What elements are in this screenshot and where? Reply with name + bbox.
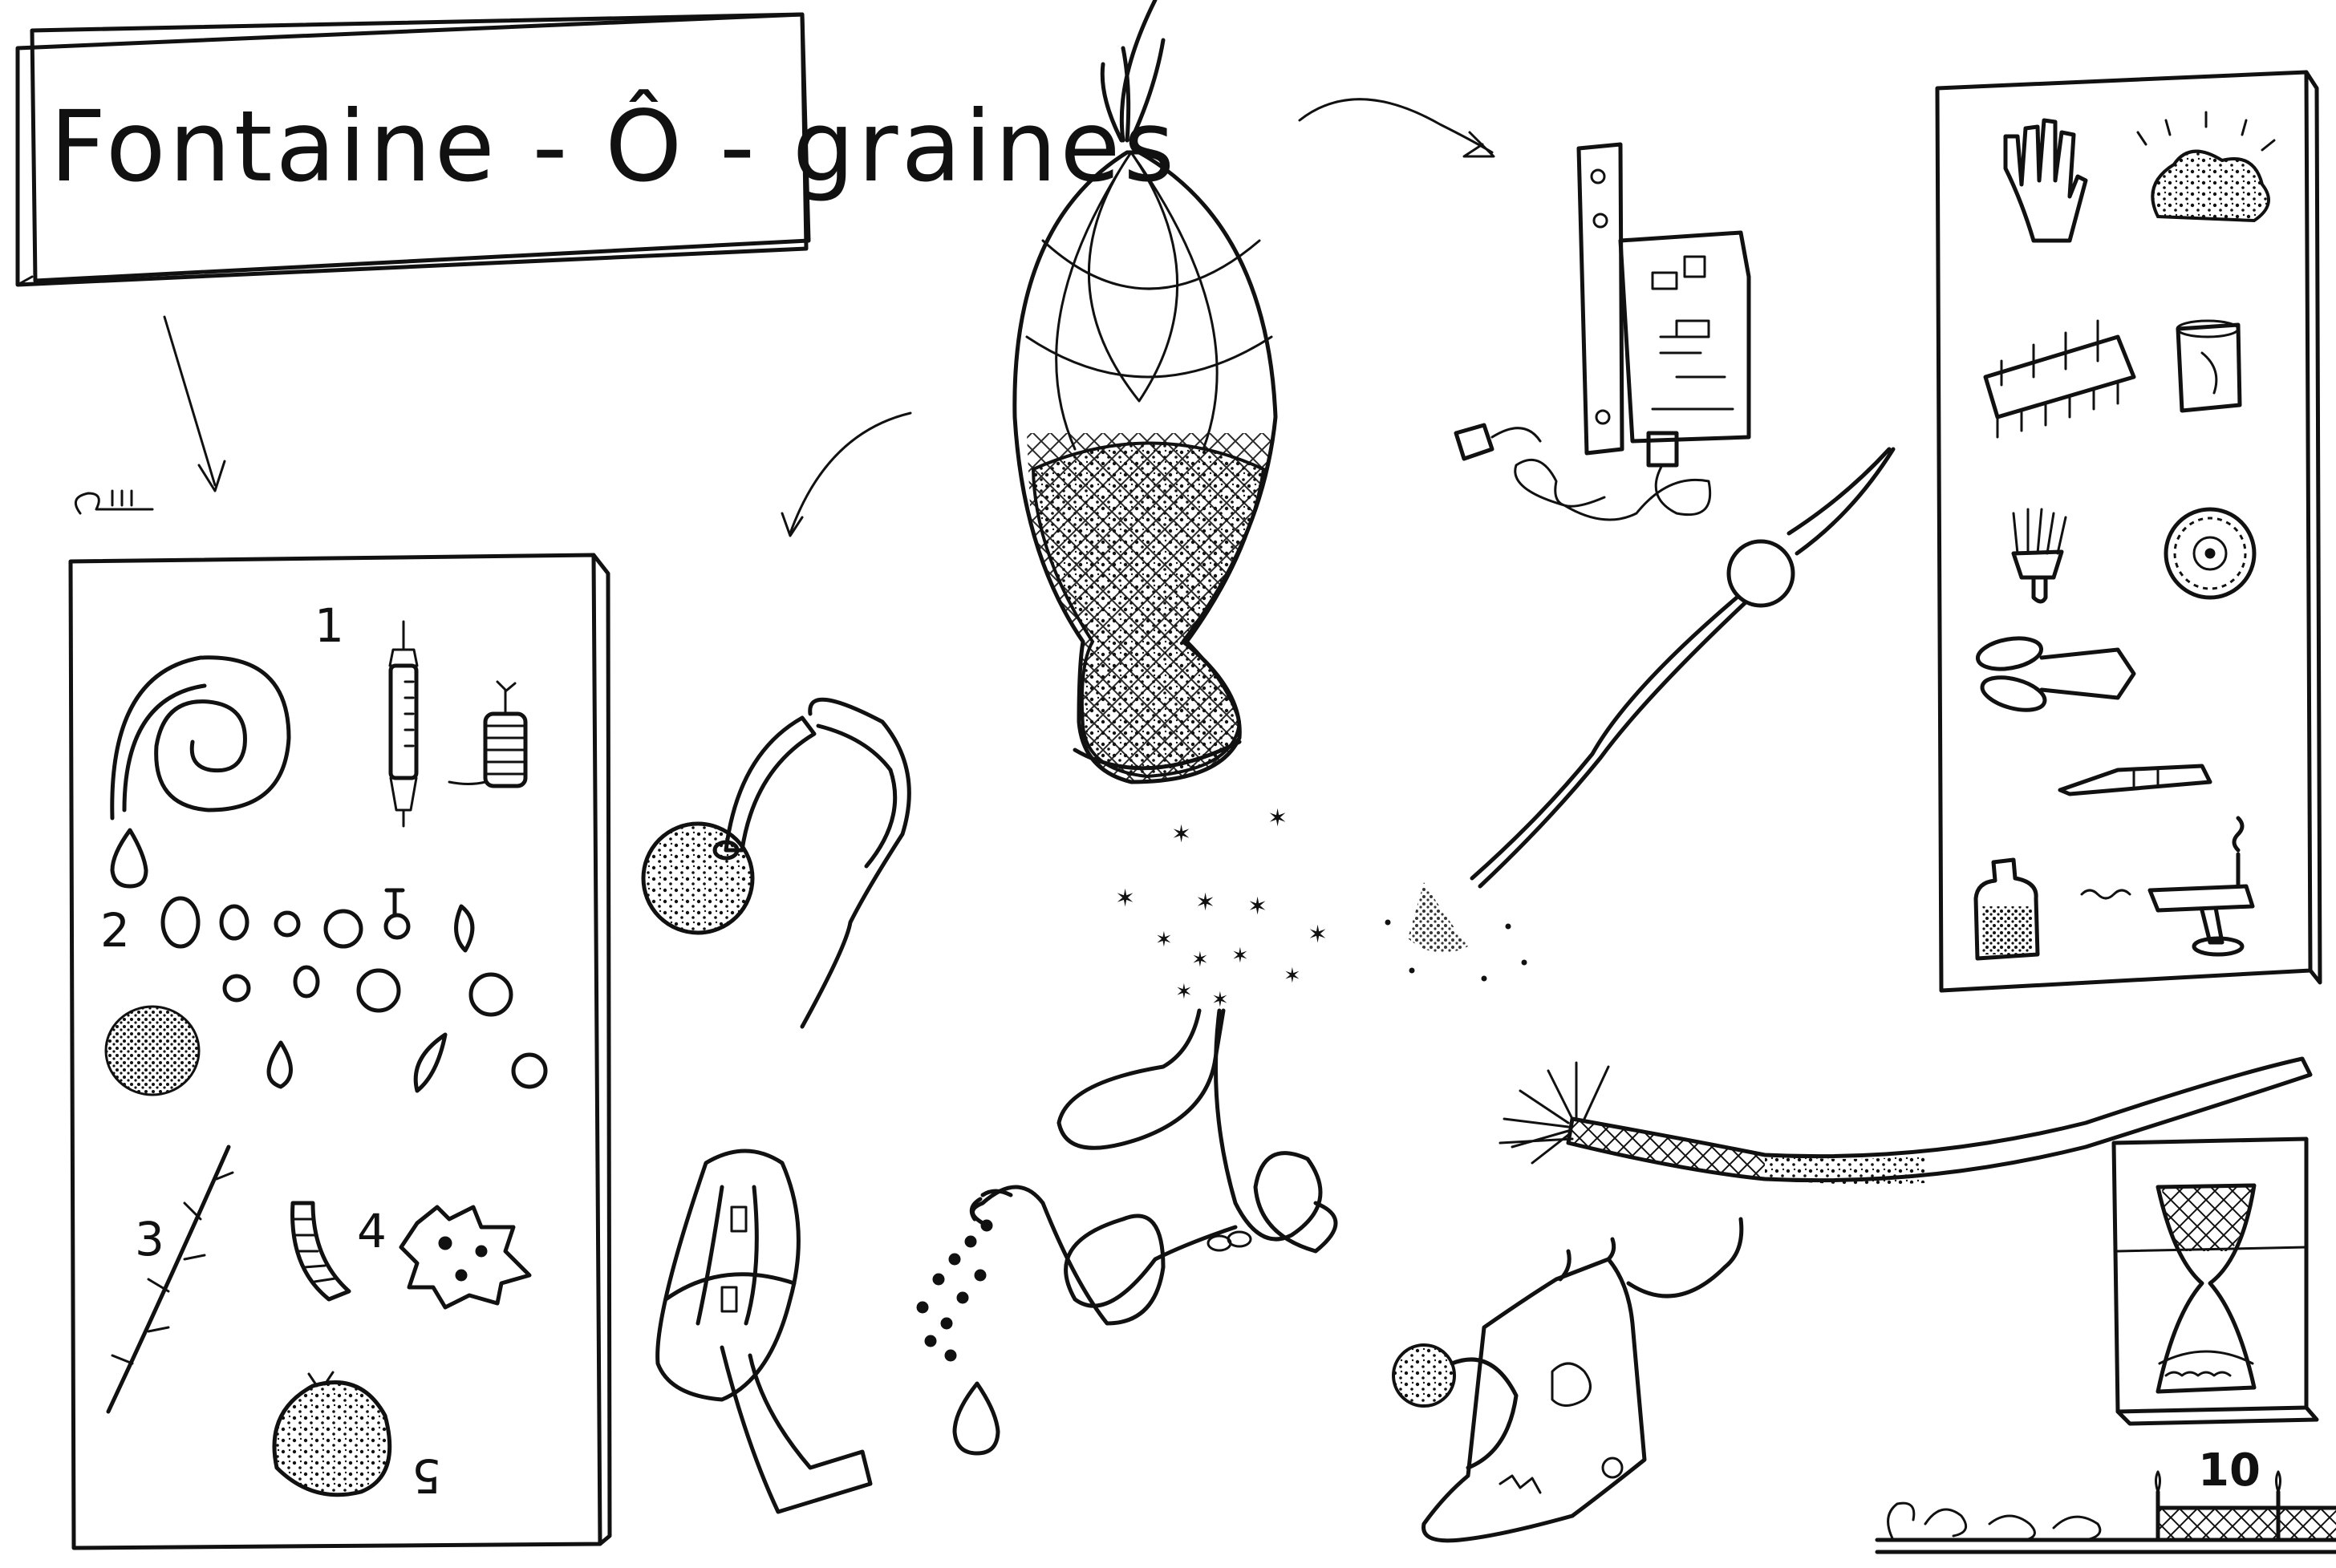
step-label-1: 1 (314, 598, 344, 653)
step-label-4: 4 (357, 1204, 387, 1258)
svg-text:✶: ✶ (1115, 885, 1135, 913)
arrow-icon (782, 413, 910, 536)
title-banner: Fontaine - Ô - graines (18, 14, 1178, 285)
decorated-fence: 10 (1877, 1444, 2336, 1552)
tree-trunk-pot (1393, 1219, 1742, 1541)
brush-icon (2014, 509, 2066, 602)
svg-text:✶: ✶ (1155, 928, 1173, 952)
comb-icon (1985, 321, 2134, 437)
dropper-tube (658, 1151, 870, 1512)
soil-pile-icon (2138, 112, 2274, 221)
knotted-tube-sprayer (918, 1011, 1336, 1360)
falling-seeds: ✶ ✶ ✶ ✶ ✶ ✶ ✶ ✶ ✶ ✶ ✶ ✶ (1115, 804, 1328, 1012)
cattail-stick (1500, 1059, 2310, 1185)
seed-ball-with-tube (643, 699, 909, 1027)
water-drop-icon (955, 1384, 998, 1453)
svg-text:✶: ✶ (1175, 980, 1193, 1004)
glue-gun-icon (2082, 818, 2253, 954)
svg-text:✶: ✶ (1195, 889, 1215, 917)
svg-text:✶: ✶ (1247, 893, 1267, 921)
coiled-wire-icon (112, 658, 289, 818)
cutter-knife-icon (2060, 766, 2210, 794)
arrow-icon (1300, 99, 1494, 156)
pliers-icon (1975, 634, 2134, 715)
tools-panel (1937, 72, 2320, 991)
water-drop-icon (112, 830, 146, 886)
circuit-board (1456, 144, 1749, 520)
svg-text:✶: ✶ (1308, 921, 1328, 949)
dotted-pod-icon (274, 1372, 390, 1495)
svg-text:✶: ✶ (1267, 804, 1288, 833)
hourglass-frame (2114, 1139, 2317, 1424)
svg-text:✶: ✶ (1284, 964, 1301, 988)
step-label-5: 5 (412, 1448, 441, 1503)
seed-ball-on-string (1386, 449, 1893, 980)
seed-bottle-icon (1976, 860, 2038, 958)
burr-seed-icon (106, 1007, 199, 1095)
page-number: 10 (2198, 1444, 2261, 1497)
wound-spool-icon (449, 682, 525, 786)
svg-text:✶: ✶ (1171, 820, 1191, 849)
disc-icon (2166, 509, 2254, 598)
syringe-icon (390, 622, 417, 826)
step-label-2: 2 (100, 903, 130, 958)
hand-icon (2005, 120, 2086, 241)
signature-mark (75, 491, 152, 513)
seed-assortment (106, 890, 545, 1095)
svg-text:✶: ✶ (1231, 944, 1249, 968)
step-label-3: 3 (135, 1212, 164, 1266)
jar-icon (2177, 321, 2240, 411)
seed-panel: 1 2 (71, 555, 610, 1548)
sprout-branch-icon (108, 1147, 233, 1412)
arrow-icon (164, 317, 225, 491)
spiky-seed-cluster-icon (401, 1207, 529, 1307)
page-title: Fontaine - Ô - graines (50, 90, 1178, 204)
svg-text:✶: ✶ (1211, 988, 1229, 1012)
svg-text:✶: ✶ (1191, 948, 1209, 972)
worm-icon (293, 1203, 349, 1299)
